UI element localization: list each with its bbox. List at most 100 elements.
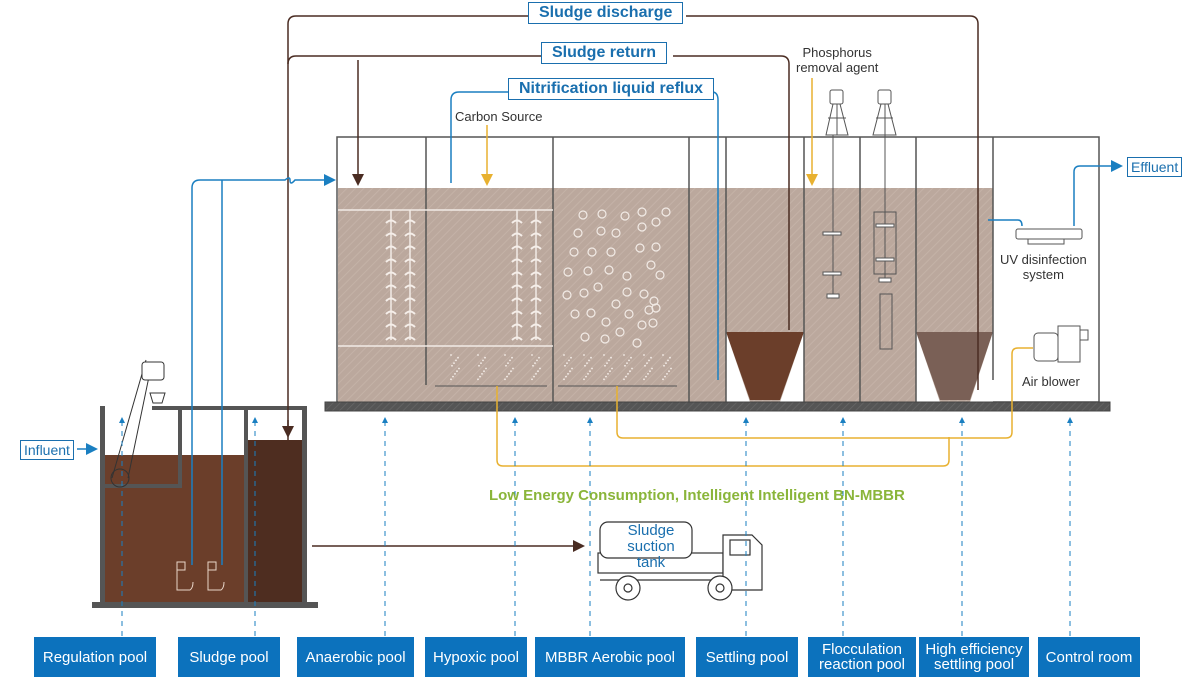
- bubble: [585, 375, 587, 378]
- carrier-fin: [404, 232, 416, 237]
- bubble: [506, 375, 508, 378]
- leader-lines: [119, 417, 1073, 636]
- pool-label-anaerobic[interactable]: Anaerobic pool: [297, 637, 414, 677]
- bubble: [649, 370, 651, 373]
- bubble: [532, 364, 534, 367]
- carrier-fin: [511, 219, 523, 224]
- media-carrier: [651, 303, 661, 313]
- pool-label-mbbr-aerobic[interactable]: MBBR Aerobic pool: [535, 637, 685, 677]
- media-carrier: [635, 243, 645, 253]
- bubble: [457, 356, 459, 359]
- bubble: [533, 375, 535, 378]
- pool-label-text: Regulation pool: [42, 648, 148, 666]
- bubble: [452, 375, 454, 378]
- bubble: [505, 364, 507, 367]
- label-tank-line2: suction tank: [627, 538, 675, 571]
- carrier-fin: [511, 232, 523, 237]
- bubble: [566, 362, 568, 364]
- media-carrier: [597, 209, 607, 219]
- bubble: [588, 359, 590, 362]
- sludge-truck-icon: [597, 521, 763, 601]
- bubble: [455, 359, 457, 362]
- media-carrier: [570, 309, 580, 319]
- bubble: [563, 354, 565, 356]
- media-carrier: [646, 260, 656, 270]
- media-carrier: [622, 287, 632, 297]
- bubble: [670, 367, 672, 370]
- pipe-air: [496, 347, 1033, 467]
- bubble: [477, 378, 479, 381]
- media-carrier: [620, 211, 630, 221]
- bubble: [628, 359, 630, 362]
- carrier-fin: [385, 258, 397, 263]
- media-carrier: [578, 210, 588, 220]
- carrier-fin: [530, 323, 542, 328]
- label-phosphorus: Phosphorus removal agent: [796, 45, 878, 75]
- label-phosphorus-line1: Phosphorus: [802, 45, 872, 60]
- pool-label-control-room[interactable]: Control room: [1038, 637, 1140, 677]
- bubble: [610, 356, 612, 359]
- slogan: Low Energy Consumption, Intelligent Inte…: [489, 487, 905, 504]
- bubble: [651, 367, 653, 370]
- bubble: [484, 356, 486, 359]
- bubble: [504, 354, 506, 356]
- bubble: [509, 359, 511, 362]
- carrier-fin: [530, 284, 542, 289]
- bubble: [643, 378, 645, 381]
- bubble: [648, 359, 650, 362]
- bubble: [508, 373, 510, 375]
- bubble: [450, 378, 452, 381]
- bubble: [510, 370, 512, 373]
- bubble: [536, 359, 538, 362]
- pool-label-hypoxic[interactable]: Hypoxic pool: [425, 637, 527, 677]
- media-carrier: [632, 338, 642, 348]
- pool-label-sludge[interactable]: Sludge pool: [178, 637, 280, 677]
- bubble: [626, 362, 628, 364]
- pool-label-settling[interactable]: Settling pool: [696, 637, 798, 677]
- carrier-fin: [385, 245, 397, 250]
- media-carrier: [601, 317, 611, 327]
- bubble: [662, 354, 664, 356]
- bubble: [664, 375, 666, 378]
- bubble: [567, 373, 569, 375]
- bubble: [606, 362, 608, 364]
- pool-label-text: Anaerobic pool: [305, 648, 406, 666]
- carrier-fin: [385, 297, 397, 302]
- media-carrier: [611, 228, 621, 238]
- water: [338, 188, 993, 402]
- carrier-fin: [404, 245, 416, 250]
- media-carrier: [637, 207, 647, 217]
- media-carrier: [596, 226, 606, 236]
- bubble: [608, 359, 610, 362]
- bubble: [563, 378, 565, 381]
- label-sludge-discharge: Sludge discharge: [528, 2, 684, 24]
- media-carrier: [563, 267, 573, 277]
- carrier-fin: [404, 271, 416, 276]
- media-carrier: [579, 288, 589, 298]
- media-carrier: [600, 334, 610, 344]
- carrier-fin: [530, 219, 542, 224]
- bubble: [611, 367, 613, 370]
- label-sludge-return: Sludge return: [541, 42, 668, 64]
- carrier-fin: [530, 258, 542, 263]
- bubble: [538, 356, 540, 359]
- bubble: [507, 362, 509, 364]
- media-carrier: [580, 332, 590, 342]
- bubble: [456, 370, 458, 373]
- carrier-fin: [511, 310, 523, 315]
- bubble: [624, 364, 626, 367]
- bubble: [650, 356, 652, 359]
- bubble: [485, 367, 487, 370]
- carrier-fin: [530, 297, 542, 302]
- media-carrier: [562, 290, 572, 300]
- pool-label-regulation[interactable]: Regulation pool: [34, 637, 156, 677]
- media-carrier: [661, 207, 671, 217]
- bubble: [537, 370, 539, 373]
- bubble: [665, 362, 667, 364]
- bubble: [643, 354, 645, 356]
- bubble: [609, 370, 611, 373]
- media-carrier: [569, 247, 579, 257]
